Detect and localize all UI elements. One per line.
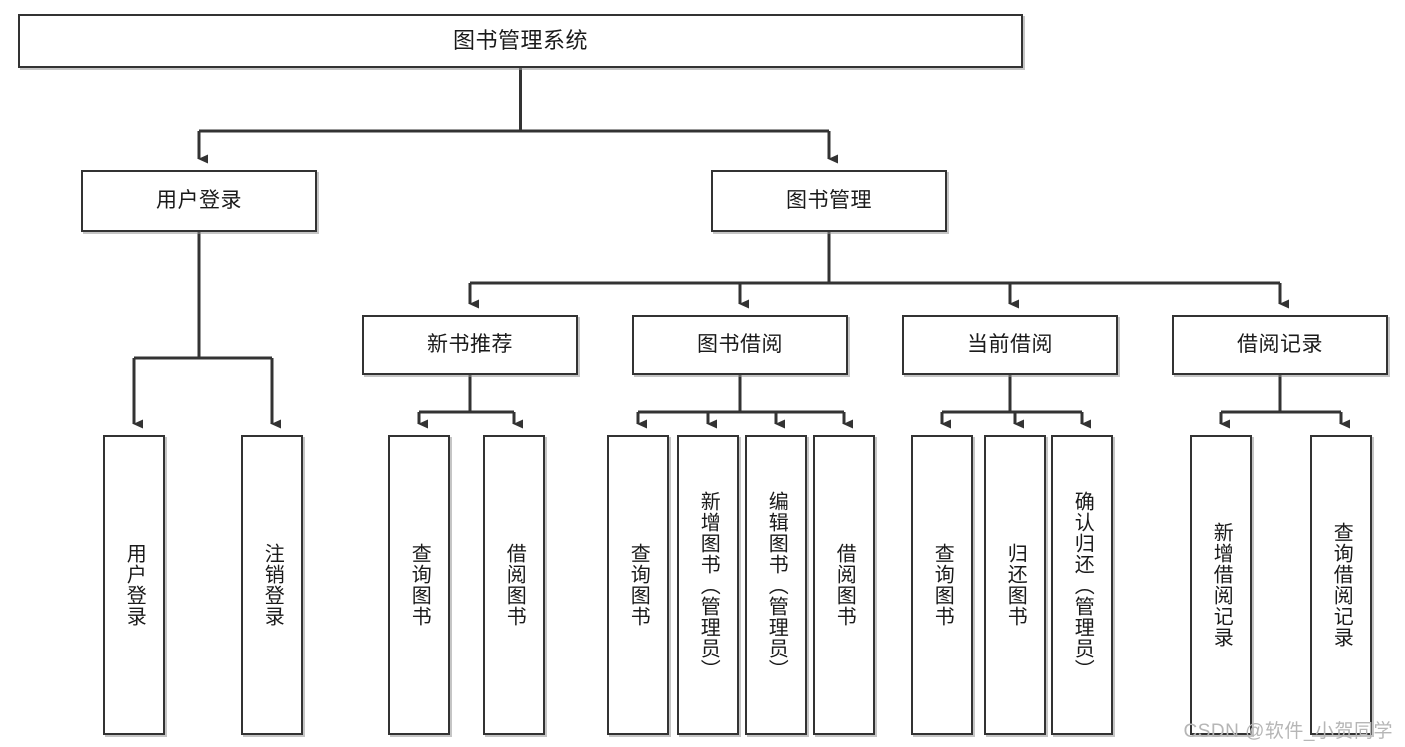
- leaf-borrow-query-book[interactable]: 查询图书: [607, 435, 669, 735]
- node-user-login[interactable]: 用户登录: [81, 170, 317, 232]
- leaf-current-confirm-return-admin[interactable]: 确认归还（管理员）: [1051, 435, 1113, 735]
- node-label: 借阅图书: [503, 543, 526, 627]
- node-label: 图书管理系统: [452, 27, 588, 53]
- node-current-borrowing[interactable]: 当前借阅: [902, 315, 1118, 375]
- node-label: 借阅图书: [833, 543, 856, 627]
- leaf-record-add-borrowing-record[interactable]: 新增借阅记录: [1190, 435, 1252, 735]
- node-label: 查询图书: [931, 543, 954, 627]
- node-label: 新书推荐: [427, 333, 513, 357]
- node-book-borrowing[interactable]: 图书借阅: [632, 315, 848, 375]
- leaf-current-query-book[interactable]: 查询图书: [911, 435, 973, 735]
- leaf-borrow-lend-book[interactable]: 借阅图书: [813, 435, 875, 735]
- leaf-record-query-borrowing-record[interactable]: 查询借阅记录: [1310, 435, 1372, 735]
- node-label: 图书管理: [786, 189, 872, 213]
- leaf-user-logout[interactable]: 注销登录: [241, 435, 303, 735]
- node-label: 编辑图书（管理员）: [765, 490, 788, 680]
- node-label: 借阅记录: [1237, 333, 1323, 357]
- leaf-user-login[interactable]: 用户登录: [103, 435, 165, 735]
- node-borrowing-records[interactable]: 借阅记录: [1172, 315, 1388, 375]
- leaf-recommend-borrow-book[interactable]: 借阅图书: [483, 435, 545, 735]
- node-label: 查询借阅记录: [1330, 522, 1353, 648]
- node-book-management[interactable]: 图书管理: [711, 170, 947, 232]
- node-label: 当前借阅: [967, 333, 1053, 357]
- node-label: 用户登录: [123, 543, 146, 627]
- leaf-borrow-edit-book-admin[interactable]: 编辑图书（管理员）: [745, 435, 807, 735]
- leaf-current-return-book[interactable]: 归还图书: [984, 435, 1046, 735]
- node-label: 新增借阅记录: [1210, 522, 1233, 648]
- node-label: 图书借阅: [697, 333, 783, 357]
- node-label: 查询图书: [408, 543, 431, 627]
- node-label: 注销登录: [261, 543, 284, 627]
- node-root-system[interactable]: 图书管理系统: [18, 14, 1023, 68]
- node-label: 新增图书（管理员）: [697, 490, 720, 680]
- leaf-borrow-add-book-admin[interactable]: 新增图书（管理员）: [677, 435, 739, 735]
- node-new-book-recommendation[interactable]: 新书推荐: [362, 315, 578, 375]
- node-label: 确认归还（管理员）: [1071, 490, 1094, 680]
- node-label: 归还图书: [1004, 543, 1027, 627]
- node-label: 查询图书: [627, 543, 650, 627]
- node-label: 用户登录: [156, 189, 242, 213]
- leaf-recommend-query-book[interactable]: 查询图书: [388, 435, 450, 735]
